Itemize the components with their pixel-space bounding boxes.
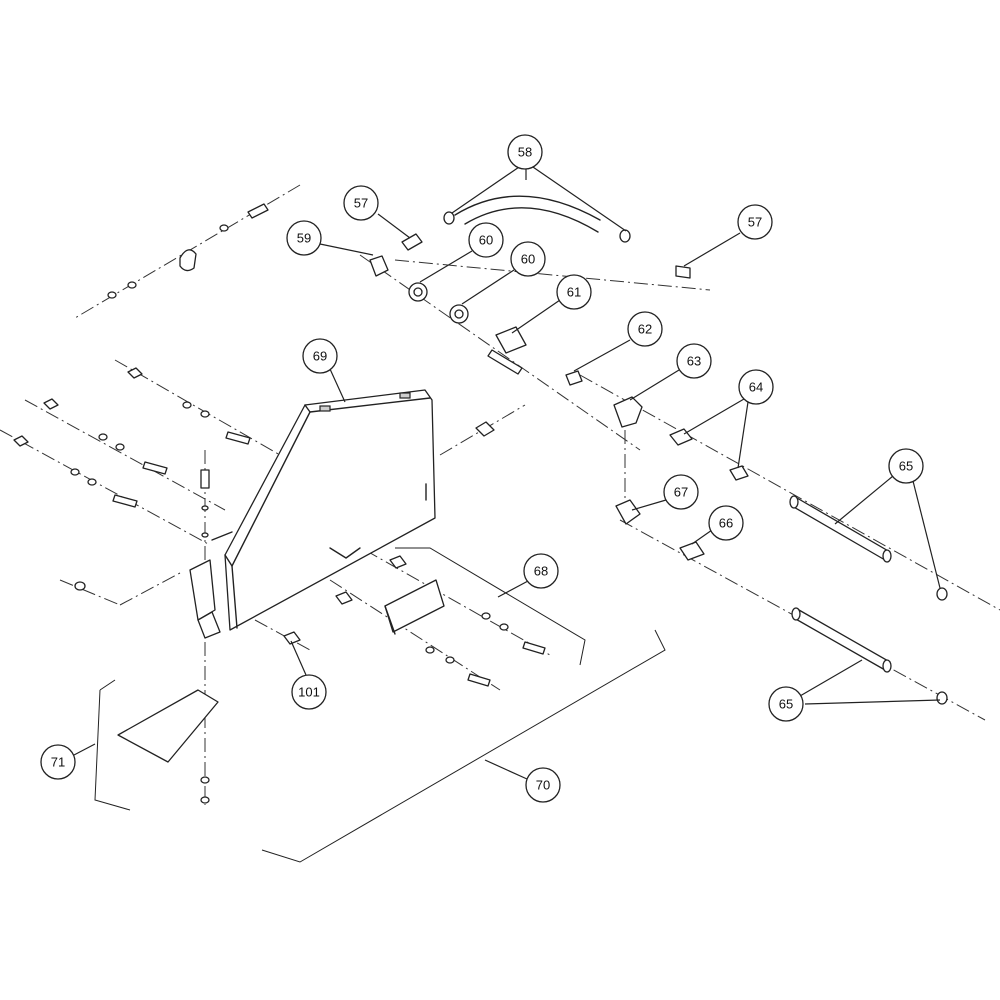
callout-62: 62: [627, 311, 663, 347]
callout-58: 58: [507, 134, 543, 170]
callout-60b: 60: [510, 241, 546, 277]
callout-101: 101: [291, 674, 327, 710]
callout-label: 60: [479, 233, 493, 248]
leader-58: [451, 164, 523, 214]
leader-69: [329, 368, 346, 403]
callout-label: 57: [354, 196, 368, 211]
leader-lines: [73, 164, 941, 780]
callout-label: 62: [638, 322, 652, 337]
axis-hose-upper: [394, 259, 711, 291]
leader-68: [497, 580, 529, 598]
callout-61: 61: [556, 274, 592, 310]
callout-64: 64: [738, 369, 774, 405]
callout-label: 64: [749, 380, 763, 395]
callout-57a: 57: [343, 185, 379, 221]
leader-65b: [799, 659, 863, 697]
axis-tube-lower: [619, 519, 986, 721]
callout-label: 69: [313, 349, 327, 364]
callout-67: 67: [663, 474, 699, 510]
leader-59: [319, 243, 374, 256]
callout-70: 70: [525, 767, 561, 803]
callout-66: 66: [708, 505, 744, 541]
deflector-plate: [117, 689, 219, 804]
callout-65b: 65: [768, 686, 804, 722]
tube-lower: [791, 607, 948, 705]
leader-57a: [377, 213, 411, 239]
callout-57b: 57: [737, 204, 773, 240]
leader-71: [73, 743, 96, 756]
leader-60b: [461, 269, 515, 305]
callout-label: 58: [518, 145, 532, 160]
axis-tube-upper: [579, 374, 1000, 611]
callout-69: 69: [302, 338, 338, 374]
callout-59: 59: [286, 220, 322, 256]
callout-63: 63: [676, 343, 712, 379]
callout-label: 65: [779, 697, 793, 712]
leader-65a: [834, 475, 894, 525]
callout-label: 70: [536, 778, 550, 793]
leader-60a: [419, 250, 473, 283]
cover-housing: [189, 389, 436, 639]
callout-60a: 60: [468, 222, 504, 258]
callout-label: 67: [674, 485, 688, 500]
callout-label: 63: [687, 354, 701, 369]
callout-label: 60: [521, 252, 535, 267]
callout-71: 71: [40, 744, 76, 780]
callout-label: 57: [748, 215, 762, 230]
hose-assembly: [401, 195, 691, 279]
leader-57b: [683, 232, 741, 267]
bracket-68: [335, 555, 546, 687]
left-bolts: [13, 367, 495, 645]
leader-61: [511, 299, 561, 334]
callout-label: 65: [899, 459, 913, 474]
leader-64: [683, 398, 745, 435]
callout-65a: 65: [888, 448, 924, 484]
assembly-brackets: [94, 547, 666, 863]
callout-label: 61: [567, 285, 581, 300]
clamp-hardware: [107, 203, 269, 299]
callout-label: 71: [51, 755, 65, 770]
callout-68: 68: [523, 553, 559, 589]
leader-70: [484, 759, 528, 780]
callout-label: 59: [297, 231, 311, 246]
callout-label: 66: [719, 516, 733, 531]
leader-101: [290, 640, 307, 676]
tube-upper: [789, 495, 948, 601]
fitting-chain: [369, 255, 643, 525]
callout-label: 68: [534, 564, 548, 579]
assembly-axes: [0, 184, 1000, 805]
callout-label: 101: [298, 685, 320, 700]
leader-63: [629, 369, 680, 401]
leader-66: [691, 529, 713, 545]
leader-67: [631, 499, 667, 511]
leader-62: [573, 339, 631, 372]
